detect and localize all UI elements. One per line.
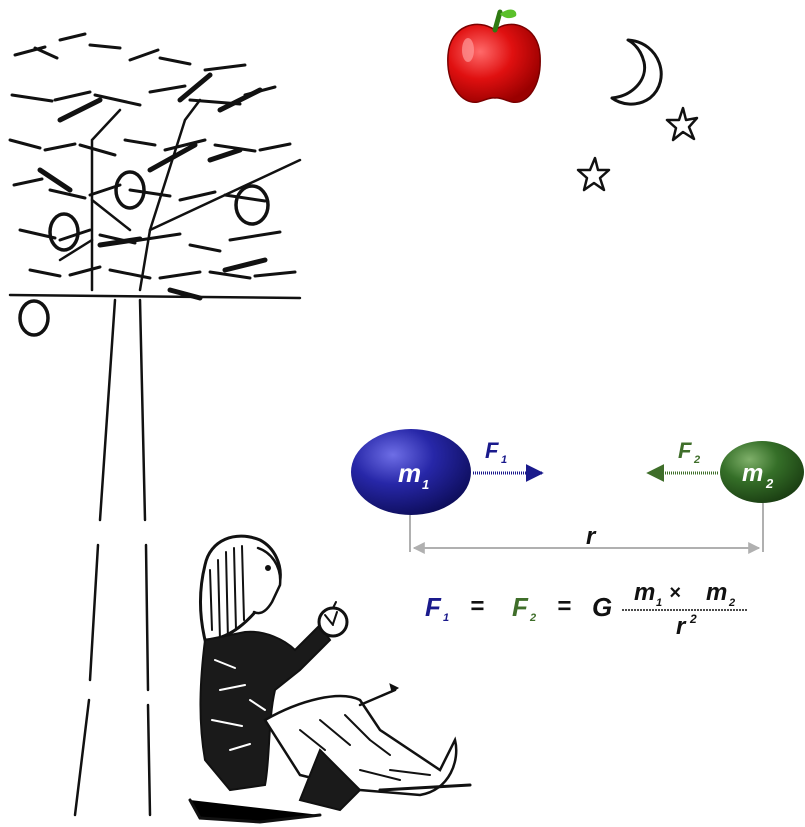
distance-label: r <box>586 523 597 550</box>
equation-numerator-m2: m <box>706 579 727 606</box>
distance-bracket <box>409 503 764 554</box>
equation-g: G <box>592 592 612 622</box>
apple-icon <box>447 9 541 103</box>
equation-f2: F <box>512 592 529 622</box>
star-icon <box>576 156 611 192</box>
force-2-label: F <box>678 438 692 463</box>
equation-equals-2: = <box>557 593 571 620</box>
mass-1-label: m <box>398 458 421 488</box>
person-illustration <box>188 534 472 824</box>
force-2-subscript: 2 <box>693 454 700 466</box>
mass-2-label: m <box>742 460 763 487</box>
equation-numerator-m1: m <box>634 579 655 606</box>
mass-2: m 2 <box>720 441 804 503</box>
equation-denominator-exponent: 2 <box>689 612 697 626</box>
equation-times: × <box>669 582 681 604</box>
moon-icon <box>610 38 663 106</box>
equation-numerator-m1-subscript: 1 <box>656 597 662 609</box>
equation-f2-subscript: 2 <box>529 612 536 624</box>
force-1-label: F <box>485 438 499 463</box>
gravitation-equation: F 1 = F 2 = G m 1 × m 2 r 2 <box>425 579 748 640</box>
equation-denominator-r: r <box>676 613 687 640</box>
star-icon <box>665 106 699 142</box>
mass-2-subscript: 2 <box>765 476 774 491</box>
equation-f1-subscript: 1 <box>443 612 449 624</box>
equation-numerator-m2-subscript: 2 <box>728 597 735 609</box>
mass-1: m 1 <box>351 429 471 515</box>
mass-1-subscript: 1 <box>422 477 429 492</box>
equation-equals-1: = <box>470 593 484 620</box>
equation-f1: F <box>425 592 442 622</box>
force-1-subscript: 1 <box>501 454 507 466</box>
tree-illustration <box>8 32 302 817</box>
